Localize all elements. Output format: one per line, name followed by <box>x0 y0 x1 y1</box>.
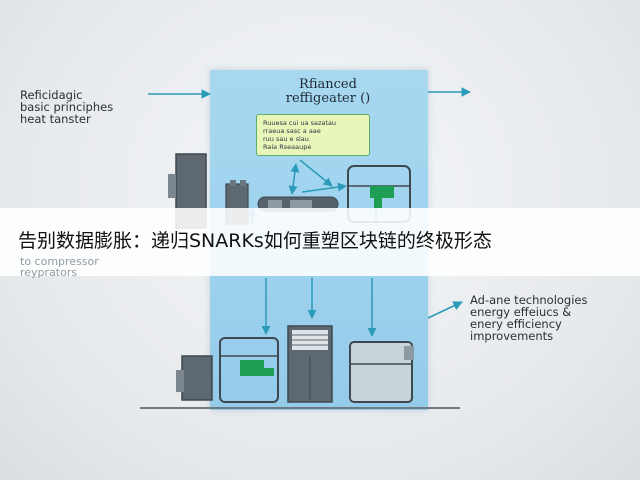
panel-title: Rfianced reffigeater () <box>285 77 371 106</box>
bottom-left-unit <box>176 355 213 401</box>
arrow-callout-down <box>288 163 300 195</box>
right-description: Ad-ane technologies energy effeiucs & en… <box>470 293 588 343</box>
title-banner <box>0 208 640 276</box>
callout-line: Ruuesa cui ua sazatau <box>263 119 337 127</box>
fridge-bottom-left <box>219 337 279 403</box>
arrow-callout-diag <box>299 159 333 187</box>
heat-exchanger-icon <box>257 196 339 212</box>
arrow-right-bottom <box>427 301 463 319</box>
callout-line: rraeua sasc a aae <box>263 127 321 135</box>
obscured-caption: to compressor reyprators <box>20 255 99 279</box>
central-machine <box>287 325 333 403</box>
callout-box: Ruuesa cui ua sazatau rraeua sasc a aae … <box>256 114 370 156</box>
callout-line: Raia Rseaaupe <box>263 143 312 151</box>
banner-title: 告别数据膨胀：递归SNARKs如何重塑区块链的终极形态 <box>18 230 492 252</box>
cabinet-bottom-right <box>349 341 414 403</box>
callout-line: ruu sau e slau <box>263 135 309 143</box>
left-description: Reficidagic basic principhes heat tanste… <box>20 88 114 126</box>
arrow-to-fridge <box>301 182 347 193</box>
